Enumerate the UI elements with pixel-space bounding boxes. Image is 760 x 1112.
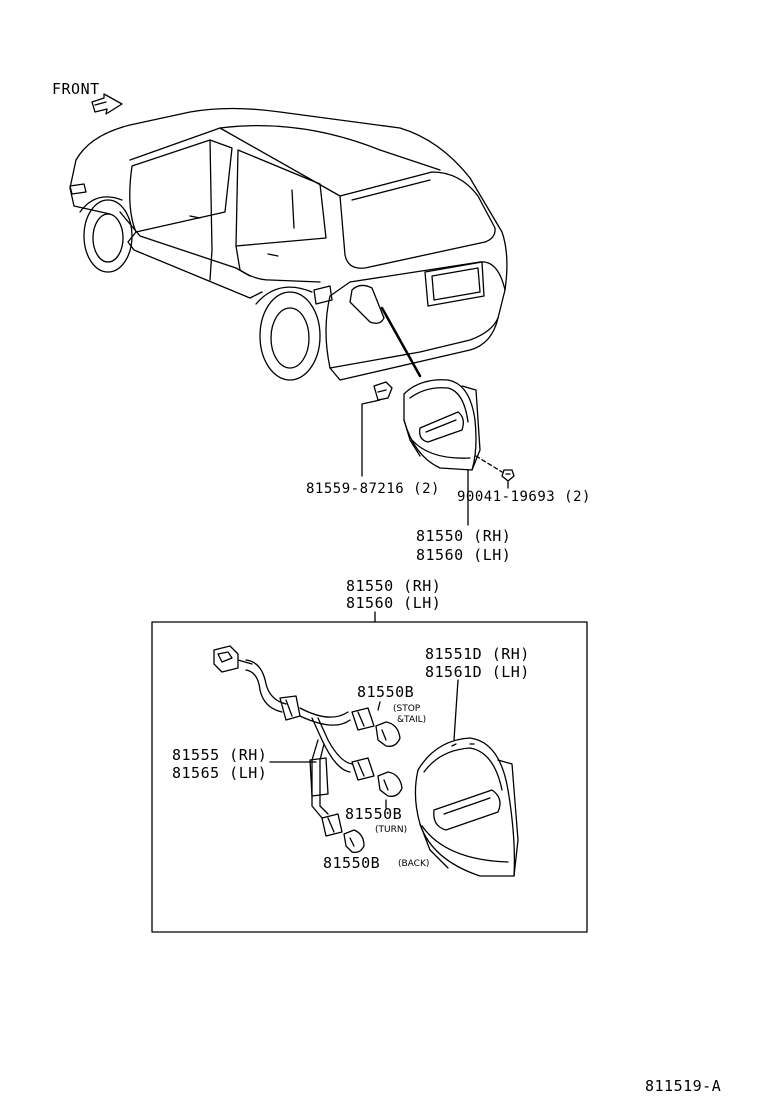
bulb-stop-tail-note: (STOP &TAIL) bbox=[393, 704, 426, 726]
clip-icon bbox=[373, 381, 393, 401]
nut-part-number: 90041-19693 (2) bbox=[457, 489, 591, 505]
bulb-stop-leader-line bbox=[377, 701, 381, 711]
socket-wire-harness bbox=[213, 645, 375, 837]
exploded-view-frame bbox=[151, 621, 588, 933]
bulb-stop-tail-note-line2: &TAIL) bbox=[397, 715, 427, 725]
bulb-stop-tail-icon bbox=[375, 721, 401, 747]
bulb-turn-note: (TURN) bbox=[375, 825, 408, 835]
lamp-assembly-rh: 81550 (RH) bbox=[416, 527, 512, 545]
location-leader-line bbox=[380, 306, 422, 378]
lamp-assembly-lh: 81560 (LH) bbox=[416, 546, 512, 564]
lamp-assembly-box-lh: 81560 (LH) bbox=[346, 594, 442, 612]
bulb-back-icon bbox=[343, 829, 365, 854]
socket-wire-rh: 81555 (RH) bbox=[172, 746, 268, 764]
figure-id: 811519-A bbox=[645, 1077, 722, 1095]
vehicle-outline bbox=[69, 107, 508, 381]
socket-wire-part-number: 81555 (RH) 81565 (LH) bbox=[172, 746, 267, 782]
bulb-turn-part-number: 81550B bbox=[345, 805, 403, 823]
lamp-assembly-box-rh: 81550 (RH) bbox=[346, 577, 442, 595]
nut-dash-line bbox=[475, 455, 503, 473]
lens-part-number: 81551D (RH) 81561D (LH) bbox=[425, 645, 530, 681]
front-arrow-icon bbox=[91, 93, 123, 115]
lens-lh: 81561D (LH) bbox=[425, 663, 530, 681]
rear-lamp-assembly-upper bbox=[403, 379, 481, 471]
lamp-lens-exploded bbox=[414, 737, 519, 877]
bulb-back-part-number: 81550B bbox=[323, 854, 381, 872]
clip-leader-line bbox=[361, 399, 381, 477]
lens-rh: 81551D (RH) bbox=[425, 645, 530, 663]
lamp-assembly-part-number-box: 81550 (RH) 81560 (LH) bbox=[346, 578, 441, 612]
nut-icon bbox=[501, 469, 515, 482]
bulb-back-note: (BACK) bbox=[398, 859, 430, 869]
lamp-assembly-part-number-top: 81550 (RH) 81560 (LH) bbox=[416, 527, 511, 565]
bulb-turn-icon bbox=[377, 771, 403, 797]
clip-part-number: 81559-87216 (2) bbox=[306, 481, 440, 497]
bulb-stop-tail-note-line1: (STOP bbox=[393, 704, 421, 714]
socket-wire-lh: 81565 (LH) bbox=[172, 764, 268, 782]
lens-leader-line bbox=[453, 679, 459, 741]
front-label: FRONT bbox=[52, 80, 100, 98]
bulb-stop-tail-part-number: 81550B bbox=[357, 683, 415, 701]
